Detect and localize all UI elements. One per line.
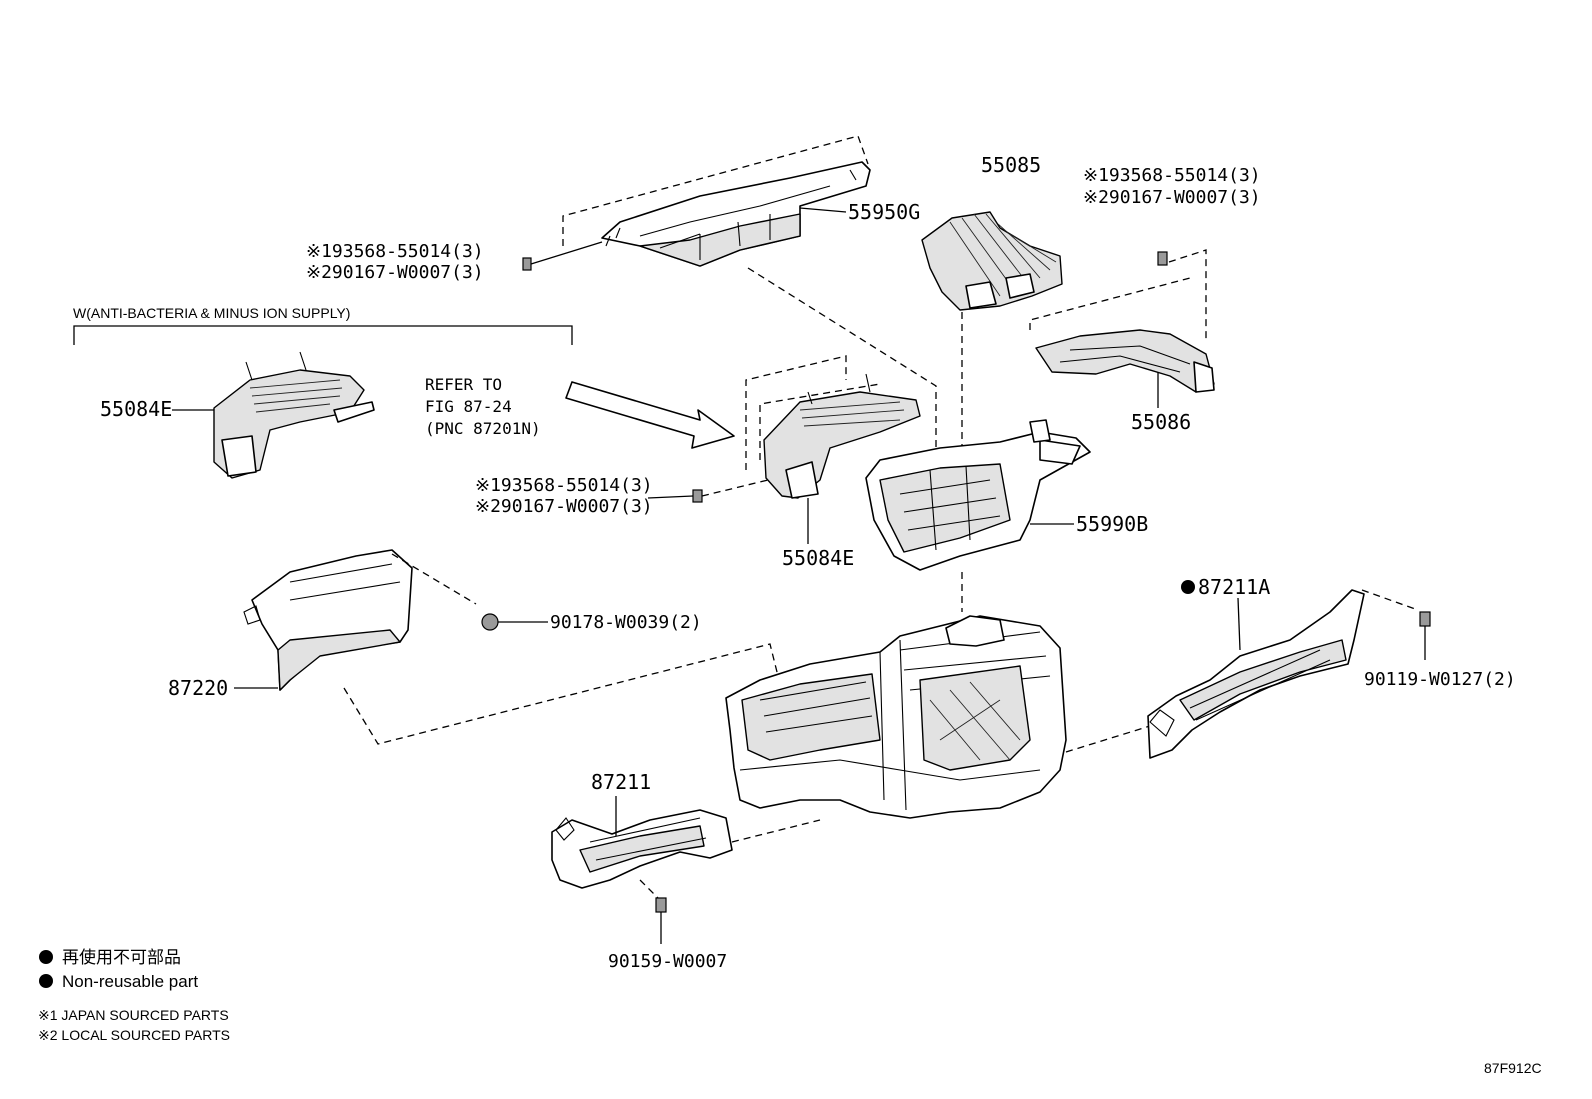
refer-line2: FIG 87-24 — [425, 397, 512, 416]
legend-non-reusable-jp: 再使用不可部品 — [62, 947, 181, 967]
legend-dot-jp — [39, 950, 53, 964]
dash-heater-87211 — [731, 819, 821, 843]
screw-55950G — [522, 241, 603, 271]
part-55084E-center-duct[interactable] — [763, 373, 921, 499]
part-87220-duct[interactable] — [243, 549, 413, 691]
part-55950G-duct[interactable] — [601, 161, 871, 267]
part-55086-duct[interactable] — [1035, 329, 1215, 393]
refer-arrow — [565, 381, 735, 449]
dash-55084E-frame-1 — [745, 355, 847, 470]
label-55084E-left[interactable]: 55084E — [100, 397, 172, 421]
bolt-87211 — [655, 897, 667, 944]
label-screw-mid-1[interactable]: ※193568-55014(3) — [475, 475, 653, 496]
label-55086[interactable]: 55086 — [1131, 410, 1191, 434]
dash-55950G-down — [747, 267, 937, 450]
label-bolt-87211A[interactable]: 90119-W0127(2) — [1364, 669, 1516, 690]
label-55085[interactable]: 55085 — [981, 153, 1041, 177]
label-55990B[interactable]: 55990B — [1076, 512, 1148, 536]
dash-55950G-frame — [562, 135, 869, 246]
legend-non-reusable-en: Non-reusable part — [62, 972, 198, 991]
part-87211-duct[interactable] — [551, 809, 733, 889]
legend-note2: ※2 LOCAL SOURCED PARTS — [38, 1027, 230, 1043]
label-screw-top-left-2[interactable]: ※290167-W0007(3) — [306, 262, 484, 283]
legend: 再使用不可部品 Non-reusable part ※1 JAPAN SOURC… — [38, 947, 230, 1043]
dash-87220-nut — [391, 553, 477, 605]
bolt-87211A — [1419, 611, 1431, 660]
part-55085-duct[interactable] — [921, 211, 1063, 311]
screw-55086 — [1157, 251, 1168, 266]
diagram-id: 87F912C — [1484, 1060, 1542, 1076]
part-55084E-left-duct[interactable] — [213, 351, 375, 479]
part-87211A-duct[interactable] — [1147, 589, 1365, 759]
label-87220[interactable]: 87220 — [168, 676, 228, 700]
dash-55084E-frame-2 — [759, 383, 881, 460]
label-option-bracket: W(ANTI-BACTERIA & MINUS ION SUPPLY) — [73, 305, 350, 321]
label-nut-87220[interactable]: 90178-W0039(2) — [550, 612, 702, 633]
leader-87211A — [1237, 597, 1241, 651]
option-bracket-line — [73, 325, 573, 345]
dash-87211A-bolt — [1361, 589, 1419, 611]
leader-55950G — [799, 207, 847, 213]
label-bolt-87211[interactable]: 90159-W0007 — [608, 951, 727, 972]
dash-87220-heater — [343, 643, 779, 745]
non-reusable-dot-87211A — [1181, 580, 1195, 594]
label-screw-top-right-2[interactable]: ※290167-W0007(3) — [1083, 187, 1261, 208]
dash-heater-87211A — [1065, 725, 1151, 753]
label-55084E-center[interactable]: 55084E — [782, 546, 854, 570]
part-55990B-duct[interactable] — [865, 419, 1091, 571]
nut-87220 — [481, 613, 548, 631]
refer-line3: (PNC 87201N) — [425, 419, 541, 438]
label-screw-mid-2[interactable]: ※290167-W0007(3) — [475, 496, 653, 517]
legend-note1: ※1 JAPAN SOURCED PARTS — [38, 1007, 229, 1023]
label-screw-top-left-1[interactable]: ※193568-55014(3) — [306, 241, 484, 262]
label-87211A[interactable]: 87211A — [1198, 575, 1270, 599]
label-screw-top-right-1[interactable]: ※193568-55014(3) — [1083, 165, 1261, 186]
dash-55086-frame — [1168, 249, 1207, 340]
label-55950G[interactable]: 55950G — [848, 200, 920, 224]
dash-87211-bolt — [639, 879, 661, 901]
refer-line1: REFER TO — [425, 375, 502, 394]
heater-unit[interactable] — [725, 615, 1067, 819]
screw-55084E — [647, 479, 769, 503]
label-87211[interactable]: 87211 — [591, 770, 651, 794]
legend-dot-en — [39, 974, 53, 988]
dash-55086-left — [1029, 277, 1191, 330]
